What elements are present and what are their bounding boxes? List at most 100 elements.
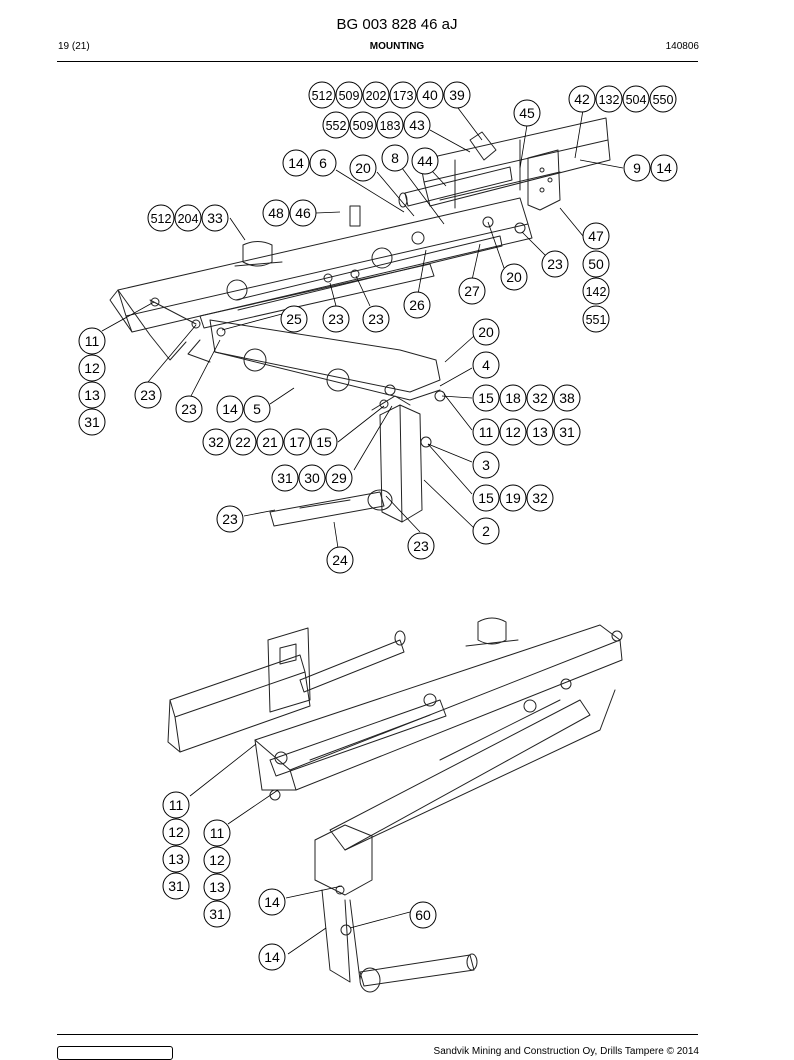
callout-balloon [243, 395, 271, 423]
callout-label: 14 [264, 949, 280, 965]
callout-label: 8 [391, 150, 399, 166]
callout-label: 26 [409, 297, 425, 313]
callout-label: 22 [235, 434, 251, 450]
callout-balloon [262, 199, 290, 227]
callout-balloon [381, 144, 409, 172]
callout-balloon [78, 381, 106, 409]
callout-label: 31 [209, 906, 225, 922]
callout-label: 50 [588, 256, 604, 272]
callout-label: 6 [319, 155, 327, 171]
callout-balloon [582, 277, 610, 305]
callout-balloon [443, 81, 471, 109]
callout-label: 4 [482, 357, 490, 373]
upper-callout-21: 23 [362, 305, 390, 333]
callout-label: 60 [415, 907, 431, 923]
callout-label: 32 [532, 490, 548, 506]
callout-label: 31 [84, 414, 100, 430]
callout-balloon [201, 204, 229, 232]
callout-label: 13 [84, 387, 100, 403]
callout-balloon [134, 381, 162, 409]
callout-balloon [335, 81, 363, 109]
callout-balloon [322, 305, 350, 333]
callout-balloon [216, 395, 244, 423]
callout-label: 23 [547, 256, 563, 272]
callout-balloon [389, 81, 417, 109]
callout-label: 42 [574, 91, 590, 107]
callout-balloon [553, 384, 581, 412]
callout-label: 23 [222, 511, 238, 527]
callout-balloon [526, 418, 554, 446]
callout-label: 11 [169, 797, 184, 813]
upper-callout-12: 23 [541, 250, 569, 278]
callout-balloon [309, 149, 337, 177]
callout-label: 32 [532, 390, 548, 406]
callout-balloon [472, 351, 500, 379]
callout-label: 14 [656, 160, 672, 176]
callout-label: 13 [209, 879, 225, 895]
callout-balloon [362, 305, 390, 333]
callout-label: 20 [506, 269, 522, 285]
upper-callout-18: 551 [582, 305, 610, 333]
callout-balloon [553, 418, 581, 446]
upper-callout-11: 47 [582, 222, 610, 250]
upper-callout-17: 26 [403, 291, 431, 319]
callout-balloon [175, 395, 203, 423]
callout-balloon [78, 354, 106, 382]
callout-label: 44 [417, 153, 433, 169]
callout-balloon [622, 85, 650, 113]
callout-label: 47 [588, 228, 604, 244]
callout-balloon [526, 484, 554, 512]
callout-balloon [472, 484, 500, 512]
lower-boom-drawing [167, 617, 623, 993]
callout-label: 550 [653, 93, 674, 107]
callout-label: 173 [393, 89, 414, 103]
callout-label: 183 [380, 119, 401, 133]
callout-label: 17 [289, 434, 305, 450]
header-rule [57, 61, 698, 62]
callout-balloon [78, 327, 106, 355]
callout-balloon [174, 204, 202, 232]
upper-callout-27: 23 [175, 395, 203, 423]
callout-label: 12 [505, 424, 521, 440]
callout-label: 45 [519, 105, 535, 121]
callout-balloon [409, 901, 437, 929]
callout-label: 551 [586, 313, 607, 327]
callout-label: 31 [559, 424, 575, 440]
callout-label: 15 [316, 434, 332, 450]
upper-callout-37: 24 [326, 546, 354, 574]
upper-callout-6: 8 [381, 144, 409, 172]
callout-balloon [162, 818, 190, 846]
callout-balloon [407, 532, 435, 560]
callout-balloon [162, 845, 190, 873]
callout-balloon [258, 943, 286, 971]
callout-balloon [202, 428, 230, 456]
callout-label: 27 [464, 283, 480, 299]
callout-balloon [203, 846, 231, 874]
callout-label: 46 [295, 205, 311, 221]
upper-callout-22: 20 [472, 318, 500, 346]
document-number: BG 003 828 46 aJ [336, 16, 458, 33]
callout-balloon [541, 250, 569, 278]
callout-label: 12 [168, 824, 184, 840]
callout-label: 12 [209, 852, 225, 868]
upper-callout-3: 45 [513, 99, 541, 127]
callout-label: 31 [277, 470, 293, 486]
callout-balloon [362, 81, 390, 109]
callout-balloon [78, 408, 106, 436]
callout-label: 2 [482, 523, 490, 539]
callout-label: 25 [286, 311, 302, 327]
callout-label: 15 [478, 390, 494, 406]
callout-label: 552 [326, 119, 347, 133]
callout-label: 13 [532, 424, 548, 440]
callout-label: 142 [586, 285, 607, 299]
